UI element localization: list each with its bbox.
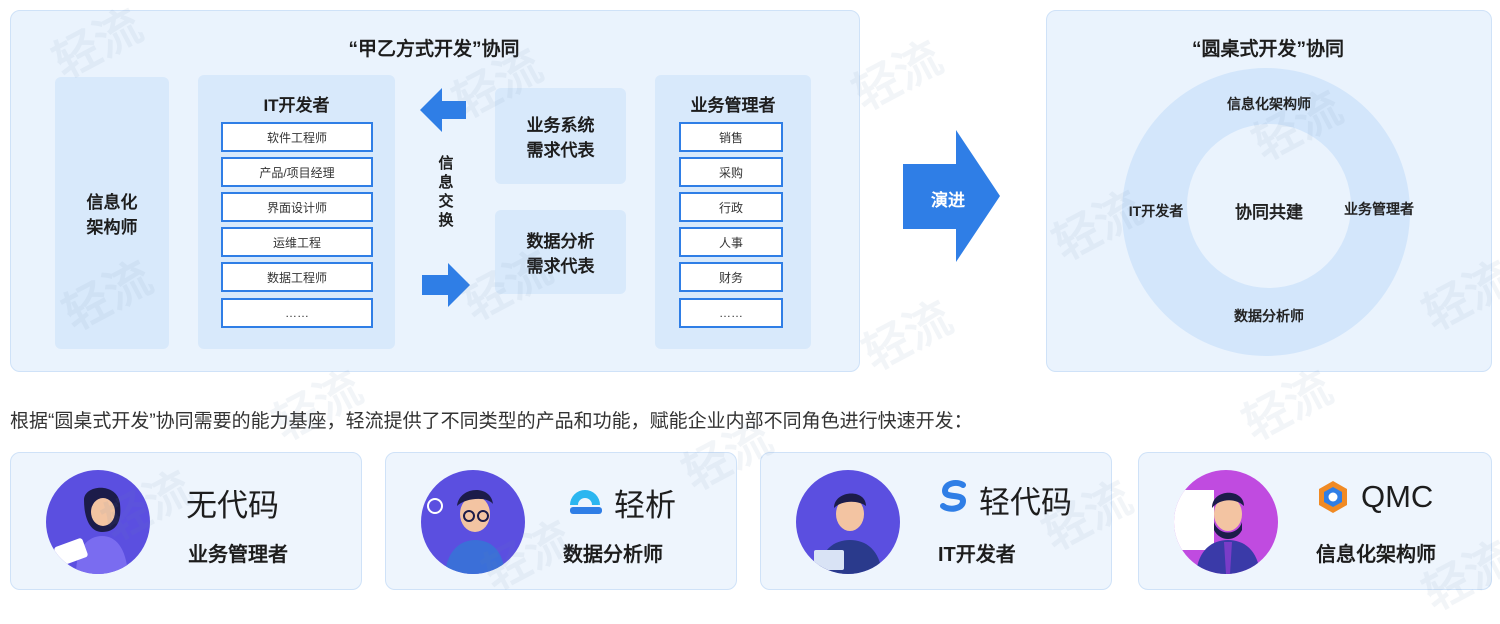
architect-label-line2: 架构师 xyxy=(86,218,138,237)
product-role: IT开发者 xyxy=(938,544,1016,566)
it-role-item: …… xyxy=(221,298,373,328)
architect-avatar-icon xyxy=(1174,490,1260,574)
architect-block: 信息化 架构师 xyxy=(55,77,169,349)
product-card-qingxi[interactable]: 轻析 数据分析师 xyxy=(385,452,737,590)
avatar xyxy=(421,470,525,574)
qmc-logo-icon xyxy=(1319,481,1347,513)
it-developer-block: IT开发者 软件工程师 产品/项目经理 界面设计师 运维工程 数据工程师 …… xyxy=(198,75,395,349)
product-title: QMC xyxy=(1361,479,1434,514)
qingdaima-logo-icon xyxy=(940,480,967,512)
it-role-item: 运维工程 xyxy=(221,227,373,257)
evolve-arrow-icon xyxy=(903,130,1000,262)
avatar xyxy=(1174,470,1278,574)
product-title: 轻代码 xyxy=(979,485,1072,520)
roundtable-bottom-label: 数据分析师 xyxy=(1234,308,1304,324)
biz-manager-block: 业务管理者 销售 采购 行政 人事 财务 …… xyxy=(655,75,811,349)
info-exchange-label: 信 息 交 换 xyxy=(436,154,456,230)
product-title: 轻析 xyxy=(614,488,676,523)
data-analysis-rep-block: 数据分析 需求代表 xyxy=(495,210,626,294)
it-role-item: 数据工程师 xyxy=(221,262,373,292)
it-developer-header: IT开发者 xyxy=(263,96,330,115)
product-role: 数据分析师 xyxy=(563,544,663,566)
evolve-label: 演进 xyxy=(931,191,965,210)
roundtable-right-label: 业务管理者 xyxy=(1344,201,1414,217)
roundtable-collab-title: “圆桌式开发”协同 xyxy=(1191,39,1344,60)
qingxi-logo-icon xyxy=(570,490,602,514)
developer-avatar-icon xyxy=(814,493,882,574)
jiayi-collab-title: “甲乙方式开发”协同 xyxy=(348,39,520,60)
arrow-left-icon xyxy=(420,88,466,132)
biz-role-item: 人事 xyxy=(679,227,783,257)
product-card-qmc[interactable]: QMC 信息化架构师 xyxy=(1138,452,1492,590)
analyst-avatar-icon xyxy=(427,489,505,574)
product-role: 信息化架构师 xyxy=(1316,544,1436,566)
product-card-lowcode[interactable]: 轻代码 IT开发者 xyxy=(760,452,1112,590)
avatar xyxy=(796,470,900,574)
info-exchange-char: 交 xyxy=(438,193,454,210)
biz-role-item: 财务 xyxy=(679,262,783,292)
product-role: 业务管理者 xyxy=(188,544,288,566)
biz-role-item: …… xyxy=(679,298,783,328)
it-role-item: 产品/项目经理 xyxy=(221,157,373,187)
biz-system-rep-line2: 需求代表 xyxy=(526,141,595,160)
watermark-text: 轻流 xyxy=(854,291,961,381)
it-role-item: 界面设计师 xyxy=(221,192,373,222)
description-text: 根据“圆桌式开发”协同需要的能力基座，轻流提供了不同类型的产品和功能，赋能企业内… xyxy=(10,411,973,432)
roundtable-top-label: 信息化架构师 xyxy=(1227,96,1311,112)
info-exchange-char: 换 xyxy=(438,212,454,229)
arrow-right-icon xyxy=(422,263,470,307)
it-role-item: 软件工程师 xyxy=(221,122,373,152)
biz-manager-header: 业务管理者 xyxy=(690,96,776,115)
data-analysis-rep-line1: 数据分析 xyxy=(526,232,595,251)
roundtable-center-circle xyxy=(1187,124,1351,288)
biz-role-item: 销售 xyxy=(679,122,783,152)
roundtable-center-label: 协同共建 xyxy=(1235,203,1303,222)
woman-avatar-icon xyxy=(54,487,128,574)
biz-role-item: 采购 xyxy=(679,157,783,187)
biz-system-rep-block: 业务系统 需求代表 xyxy=(495,88,626,184)
architect-label-line1: 信息化 xyxy=(86,193,138,212)
product-card-nocode[interactable]: 无代码 业务管理者 xyxy=(10,452,362,590)
info-exchange-char: 息 xyxy=(438,174,454,191)
roundtable-left-label: IT开发者 xyxy=(1128,203,1184,219)
avatar xyxy=(46,470,150,574)
product-title: 无代码 xyxy=(186,488,279,523)
data-analysis-rep-line2: 需求代表 xyxy=(526,257,595,276)
biz-system-rep-line1: 业务系统 xyxy=(526,116,595,135)
biz-role-item: 行政 xyxy=(679,192,783,222)
info-exchange-char: 信 xyxy=(438,155,454,172)
